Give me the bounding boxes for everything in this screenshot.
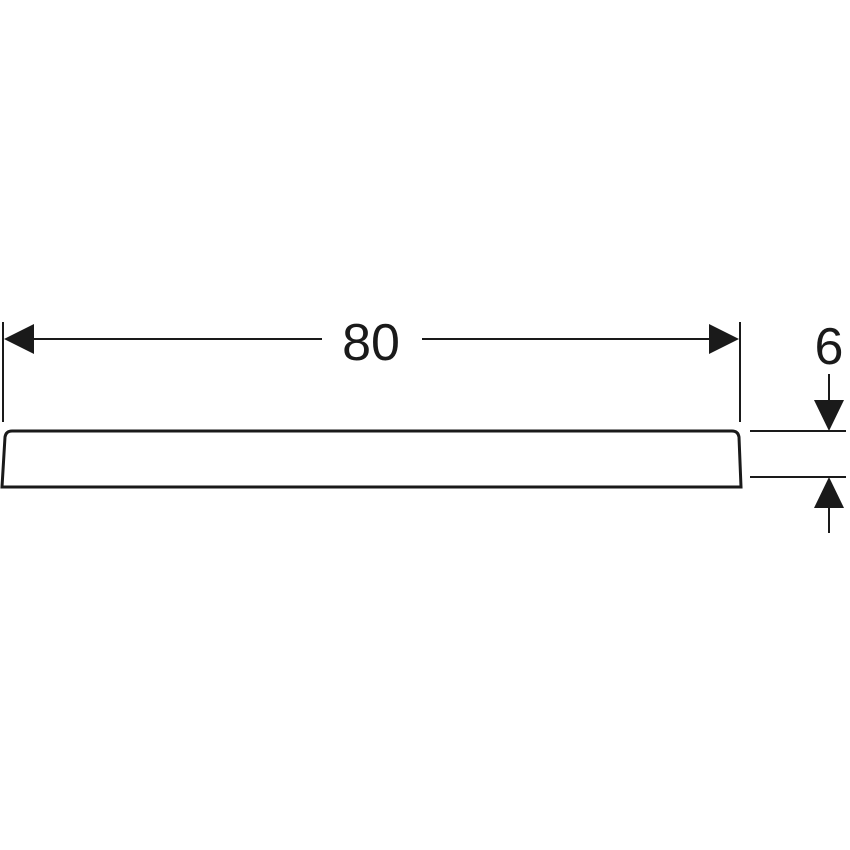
height-arrow-up (814, 477, 844, 508)
width-arrow-right (709, 324, 739, 354)
height-dimension-label: 6 (815, 318, 844, 376)
width-dimension-label: 80 (342, 314, 400, 372)
height-arrow-down (814, 400, 844, 431)
part-outline (0, 429, 743, 489)
width-arrow-left (4, 324, 34, 354)
